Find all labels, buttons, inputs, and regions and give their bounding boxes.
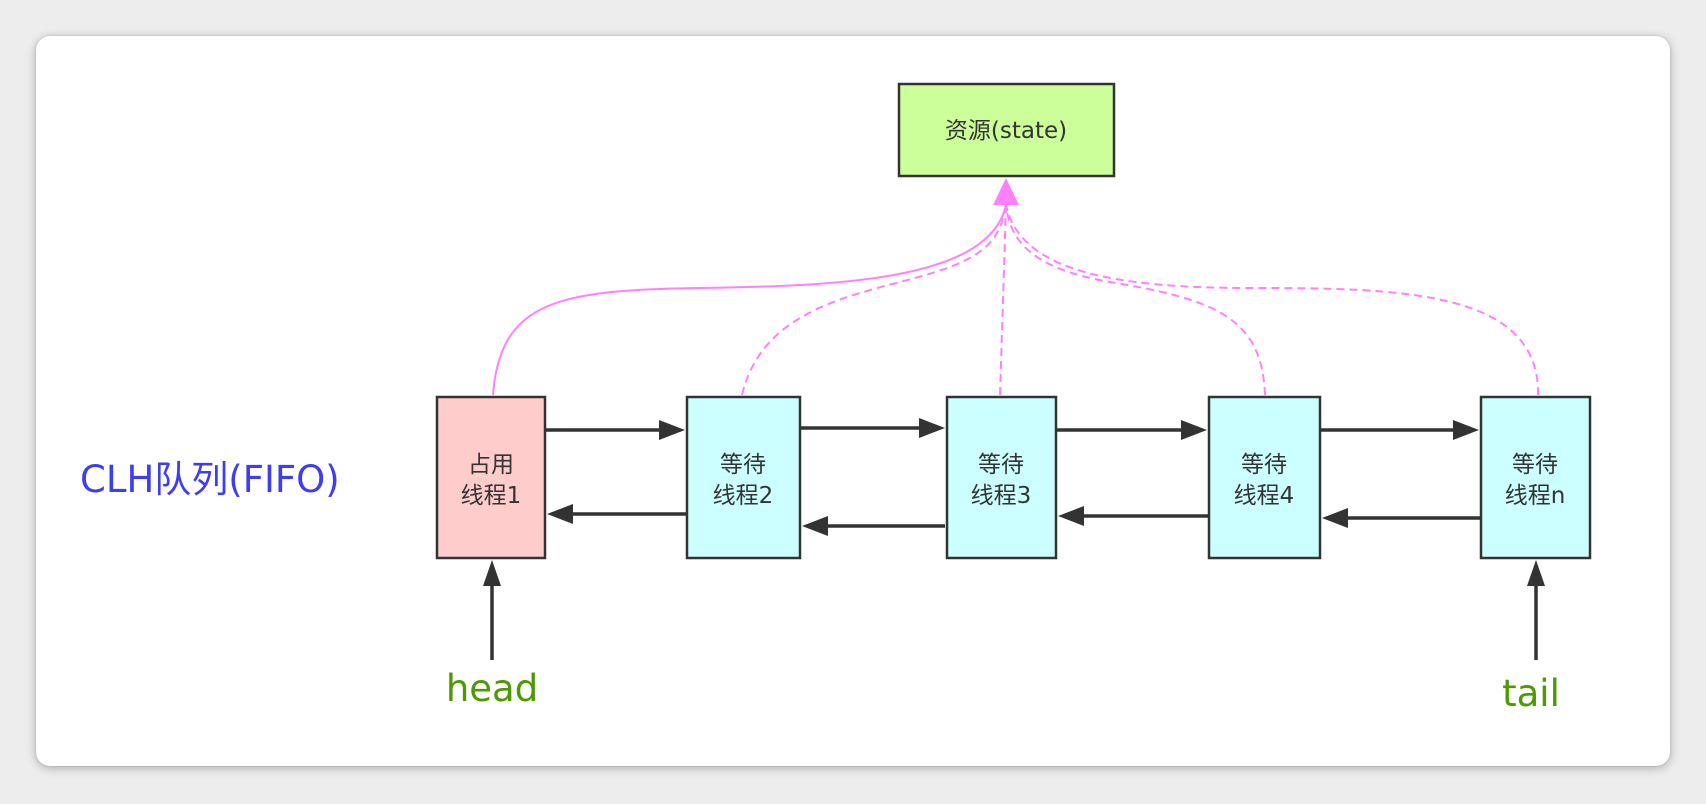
connector-thread4-dashed xyxy=(1005,204,1266,396)
node-4-state: 等待 xyxy=(1241,452,1287,478)
connector-thread2-dashed xyxy=(741,204,1007,396)
node-2-thread: 线程2 xyxy=(713,483,774,509)
next-arrowhead-1-2 xyxy=(659,420,685,440)
node-n-state: 等待 xyxy=(1512,452,1558,478)
resource-arrowhead xyxy=(993,178,1019,205)
prev-arrowhead-n-4 xyxy=(1322,508,1348,528)
queue-node-2: 等待 线程2 xyxy=(685,395,802,560)
prev-arrowhead-3-2 xyxy=(802,516,828,536)
tail-arrowhead xyxy=(1527,560,1545,586)
next-arrowhead-3-4 xyxy=(1181,420,1207,440)
node-4-thread: 线程4 xyxy=(1234,483,1295,509)
queue-node-4: 等待 线程4 xyxy=(1207,395,1322,560)
queue-node-n: 等待 线程n xyxy=(1479,395,1592,560)
queue-title: CLH队列(FIFO) xyxy=(80,458,340,501)
resource-box: 资源(state) xyxy=(897,82,1116,178)
node-2-state: 等待 xyxy=(720,452,766,478)
connector-thread1-solid xyxy=(492,204,1007,396)
connector-thread3-dashed xyxy=(999,204,1007,396)
next-arrowhead-2-3 xyxy=(919,418,945,438)
queue-node-1: 占用 线程1 xyxy=(435,395,547,560)
node-3-state: 等待 xyxy=(978,452,1024,478)
resource-connectors xyxy=(492,204,1540,396)
tail-pointer xyxy=(1527,560,1545,660)
node-1-state: 占用 xyxy=(468,452,514,478)
next-links xyxy=(545,418,1479,440)
node-1-thread: 线程1 xyxy=(461,483,522,509)
head-pointer xyxy=(483,560,501,660)
resource-label: 资源(state) xyxy=(945,118,1067,144)
node-3-thread: 线程3 xyxy=(971,483,1032,509)
diagram-card xyxy=(36,36,1670,766)
next-arrowhead-4-n xyxy=(1453,420,1479,440)
connector-threadn-dashed xyxy=(1005,204,1540,396)
head-arrowhead xyxy=(483,560,501,586)
queue-node-3: 等待 线程3 xyxy=(945,395,1058,560)
prev-links xyxy=(547,504,1481,536)
tail-label: tail xyxy=(1502,672,1560,715)
prev-arrowhead-4-3 xyxy=(1058,506,1084,526)
node-n-thread: 线程n xyxy=(1505,483,1566,509)
head-label: head xyxy=(446,667,538,710)
prev-arrowhead-2-1 xyxy=(547,504,573,524)
